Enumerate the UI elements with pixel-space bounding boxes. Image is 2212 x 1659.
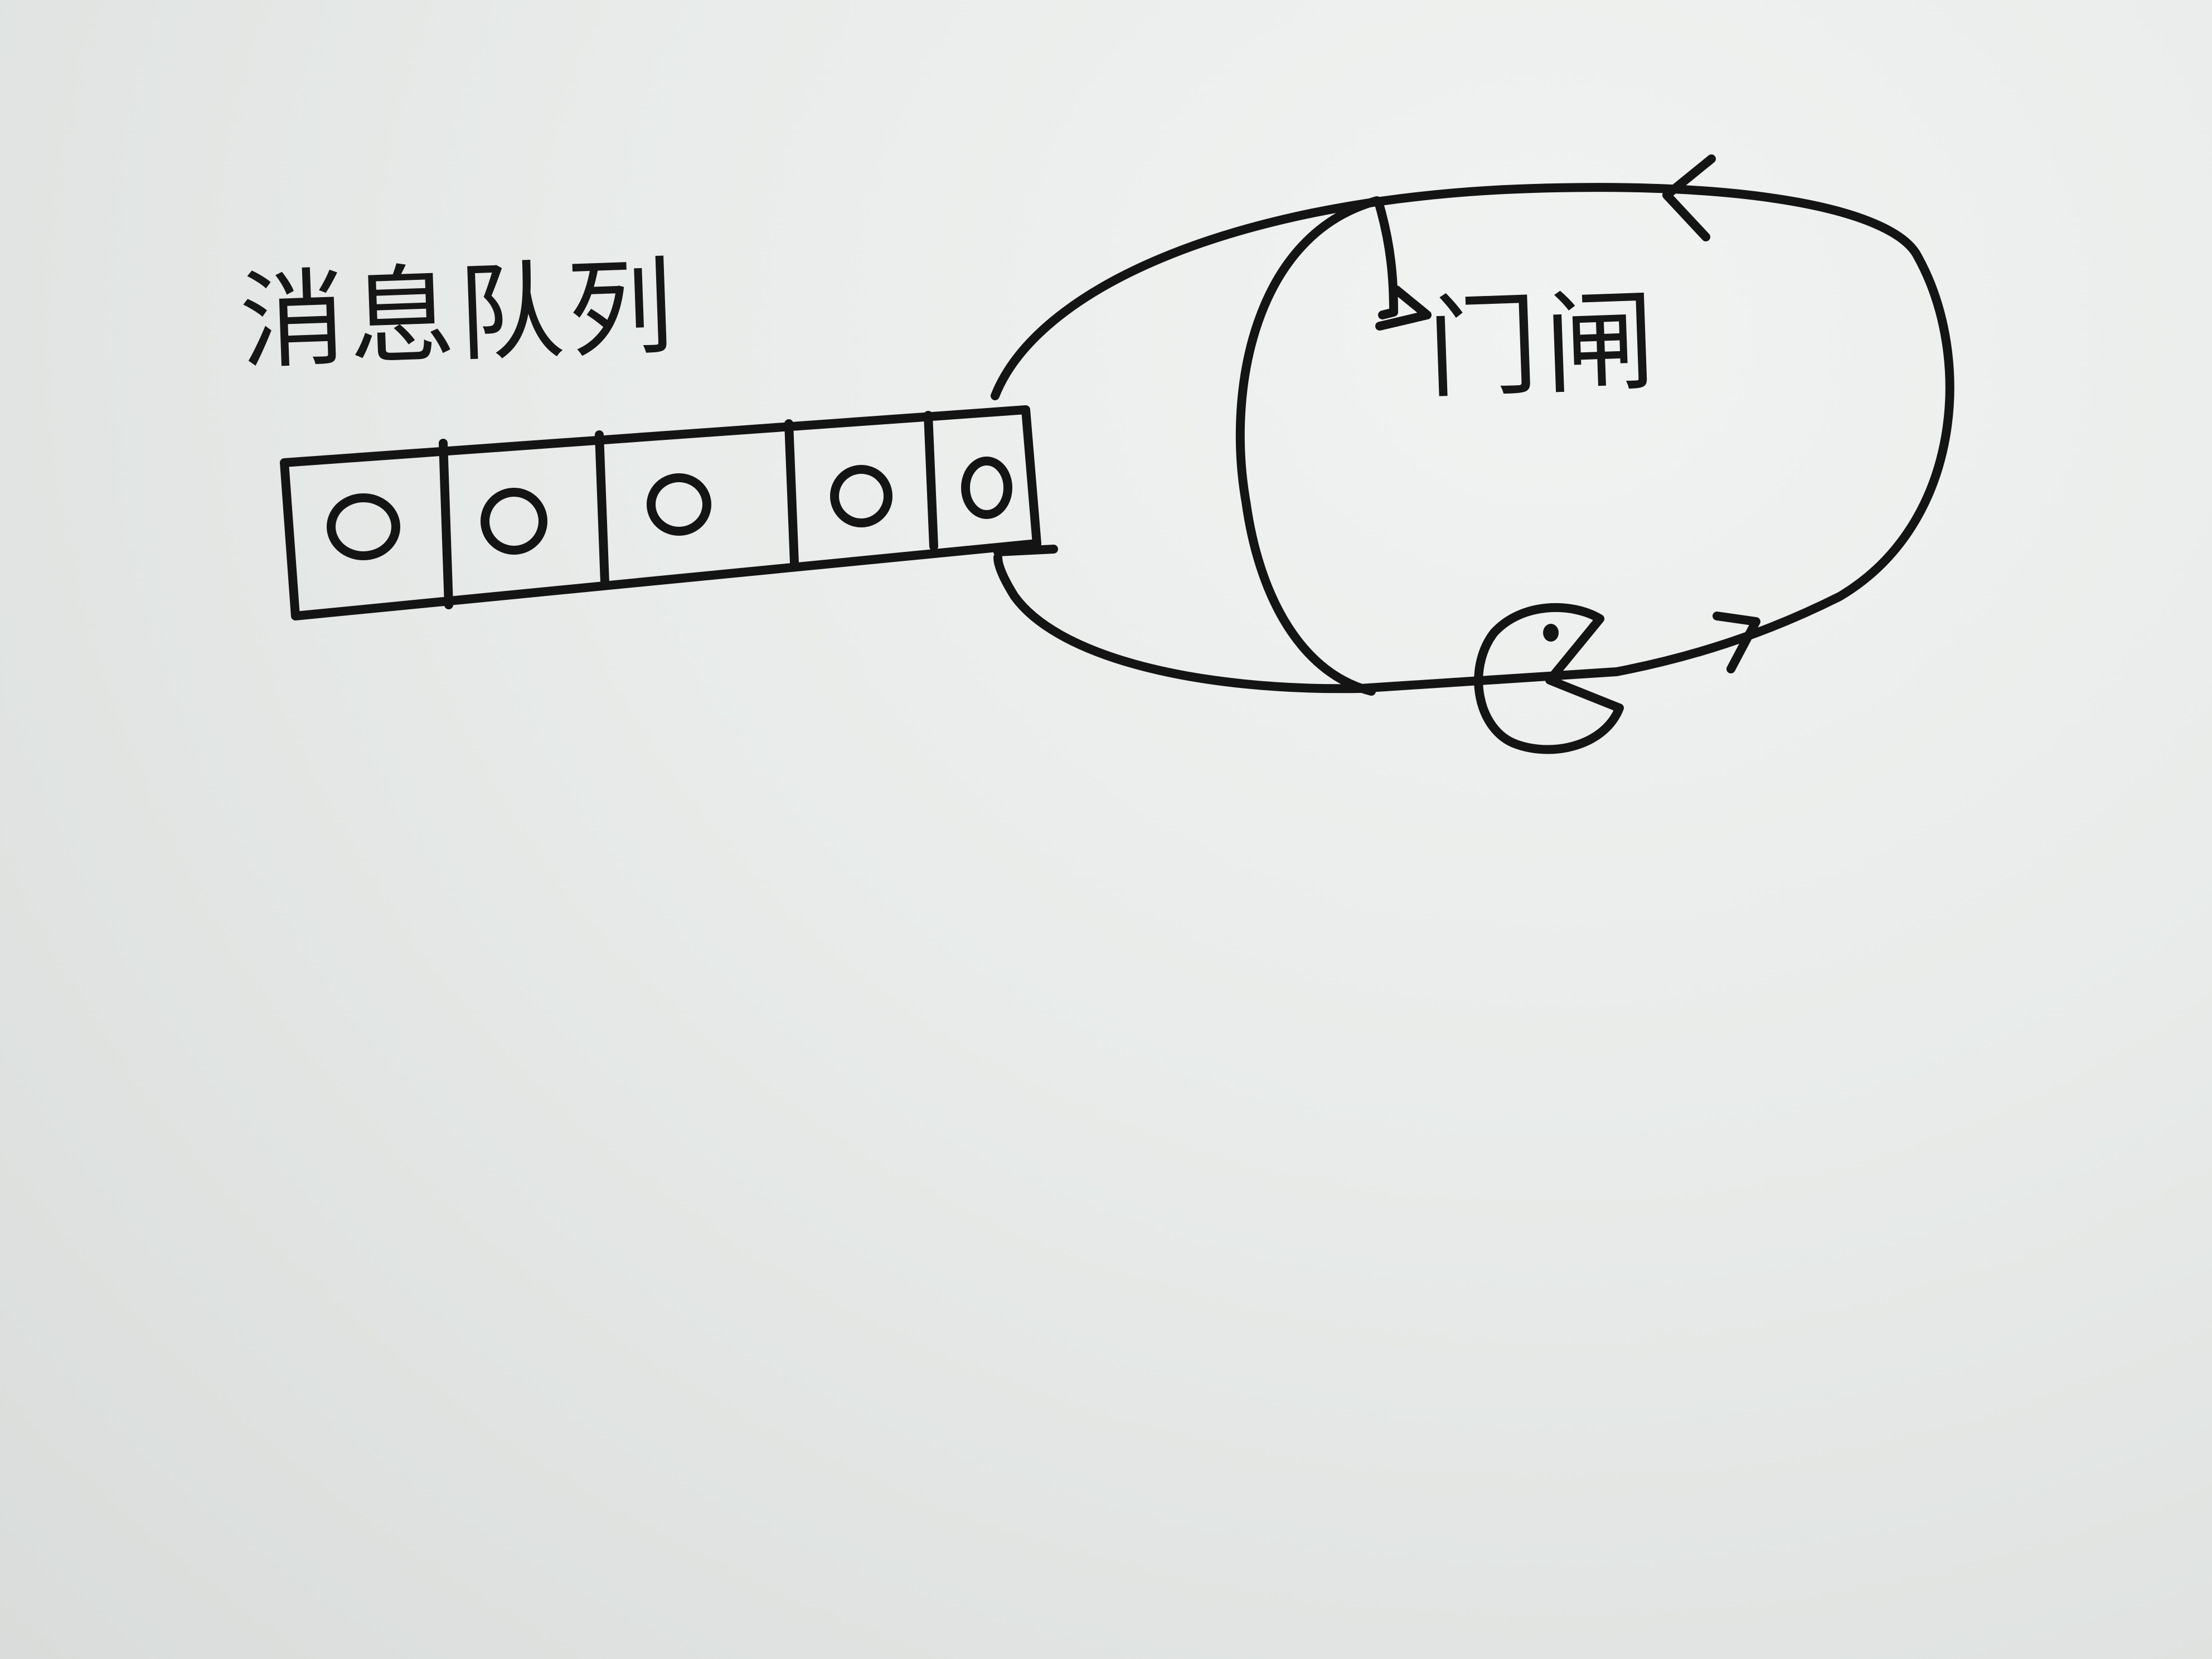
queue-divider <box>439 439 453 609</box>
gate-label: 门闸 <box>1425 276 1663 415</box>
message-queue-label: 消息队列 <box>237 245 679 384</box>
pacman-body <box>1474 603 1624 754</box>
queue-message <box>830 465 892 527</box>
queue-message <box>961 457 1012 519</box>
event-loop <box>991 154 1954 696</box>
loop-outer-path <box>991 183 1954 693</box>
gate-arrow-icon <box>1375 202 1398 319</box>
gate-arrow-icon <box>1375 285 1432 331</box>
gate-boundary-arc <box>1235 196 1381 696</box>
pacman-eye <box>1543 624 1559 642</box>
queue-divider <box>595 430 609 587</box>
queue-message <box>647 473 711 536</box>
queue-dividers <box>439 411 938 609</box>
queue-outline <box>280 405 1041 620</box>
pacman-icon <box>1474 603 1624 754</box>
queue-divider <box>924 411 938 551</box>
queue-divider <box>784 419 799 567</box>
queue-bottom-extension <box>993 545 1058 556</box>
queue-message <box>327 493 400 560</box>
queue-slots <box>327 457 1012 560</box>
loop-arrow-icon <box>1713 612 1760 673</box>
queue-message <box>481 488 547 555</box>
message-queue <box>280 405 1058 620</box>
loop-arrow-icon <box>1662 154 1716 241</box>
